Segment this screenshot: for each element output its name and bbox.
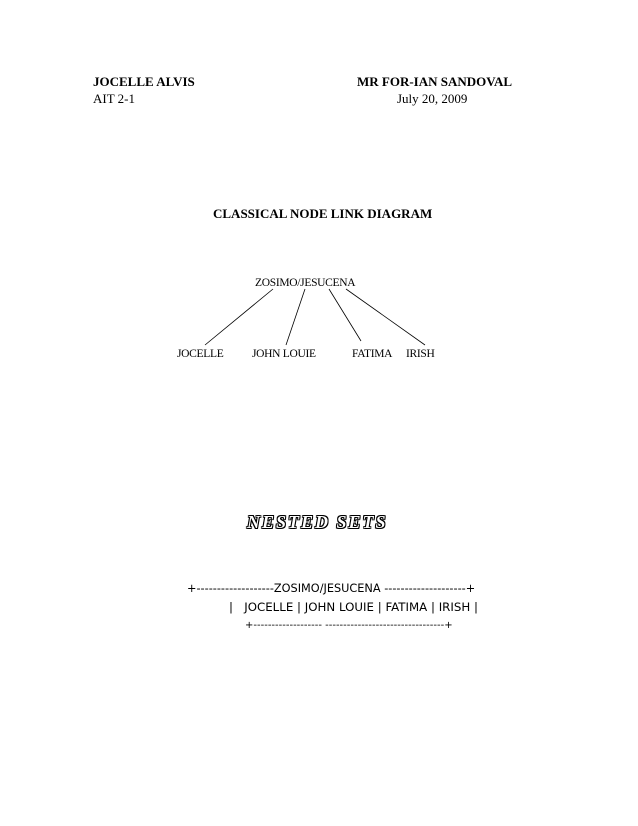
child-node-john-louie: JOHN LOUIE — [252, 348, 316, 360]
link-john-louie — [285, 288, 306, 346]
child-node-jocelle: JOCELLE — [177, 348, 224, 360]
link-fatima — [328, 288, 362, 342]
link-irish — [345, 288, 426, 346]
student-name: JOCELLE ALVIS — [93, 74, 195, 89]
link-jocelle — [204, 288, 274, 346]
nested-set-top-border: +-------------------ZOSIMO/JESUCENA ----… — [187, 582, 476, 595]
nested-set-children: | JOCELLE | JOHN LOUIE | FATIMA | IRISH … — [229, 600, 478, 614]
root-node: ZOSIMO/JESUCENA — [255, 277, 356, 289]
nested-set-bottom-border: +------------------- -------------------… — [245, 620, 453, 631]
section-label: AIT 2-1 — [93, 91, 136, 106]
diagram-title: CLASSICAL NODE LINK DIAGRAM — [213, 206, 433, 221]
instructor-name: MR FOR-IAN SANDOVAL — [357, 74, 513, 89]
child-node-fatima: FATIMA — [352, 348, 393, 360]
nested-sets-heading: NESTED SETS — [247, 512, 388, 532]
date-label: July 20, 2009 — [397, 91, 468, 106]
child-node-irish: IRISH — [406, 348, 435, 360]
